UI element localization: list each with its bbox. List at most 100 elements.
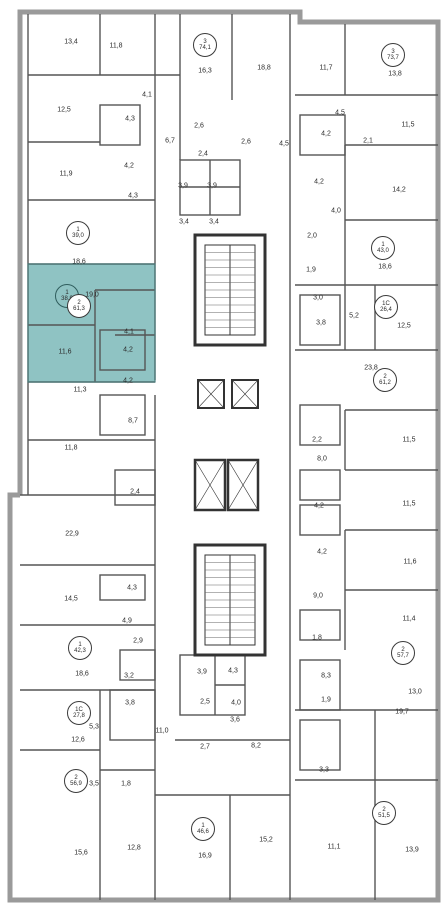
room-area-label: 11,5 — [402, 500, 416, 508]
selected-apartment-area[interactable] — [28, 264, 155, 382]
selected-apartment-outline — [27, 263, 156, 383]
room-area-label: 1,9 — [321, 696, 331, 704]
room-area-label: 2,5 — [200, 698, 210, 706]
apartment-area: 73,7 — [387, 55, 399, 61]
apartment-area: 57,7 — [397, 653, 409, 659]
room-area-label: 13,8 — [388, 70, 402, 78]
room-area-label: 11,9 — [59, 170, 73, 178]
apartment-rooms: 3 — [391, 48, 395, 55]
room-area-label: 4,3 — [128, 192, 138, 200]
room-area-label: 4,2 — [123, 346, 133, 354]
room-area-label: 3,0 — [313, 294, 323, 302]
room-area-label: 4,5 — [279, 140, 289, 148]
room-area-label: 3,2 — [124, 672, 134, 680]
room-area-label: 2,2 — [312, 436, 322, 444]
apartment-rooms: 1 — [65, 289, 69, 296]
interior-walls — [20, 14, 438, 900]
apartment-area: 74,1 — [199, 45, 211, 51]
room-area-label: 8,3 — [321, 672, 331, 680]
room-area-label: 3,3 — [319, 766, 329, 774]
apartment-area: 51,5 — [378, 813, 390, 819]
outer-walls — [7, 9, 441, 903]
room-area-label: 11,8 — [109, 42, 123, 50]
apartment-area: 46,6 — [197, 829, 209, 835]
room-area-label: 2,0 — [307, 232, 317, 240]
room-area-label: 8,7 — [128, 417, 138, 425]
building-core — [193, 233, 267, 657]
room-area-label: 5,3 — [89, 723, 99, 731]
room-area-label: 4,1 — [124, 328, 134, 336]
room-area-label: 2,9 — [133, 637, 143, 645]
room-area-label: 2,4 — [130, 488, 140, 496]
room-area-label: 6,7 — [165, 137, 175, 145]
room-area-label: 5,2 — [349, 312, 359, 320]
room-area-label: 3,6 — [230, 716, 240, 724]
room-area-label: 11,8 — [64, 444, 78, 452]
room-area-label: 4,3 — [228, 667, 238, 675]
apartment-rooms: 1 — [76, 226, 80, 233]
apartment-area: 39,0 — [72, 233, 84, 239]
room-area-label: 19,7 — [395, 708, 409, 716]
room-area-label: 18,6 — [378, 263, 392, 271]
room-area-label: 14,2 — [392, 186, 406, 194]
room-area-label: 1,8 — [121, 780, 131, 788]
room-area-label: 2,4 — [198, 150, 208, 158]
room-area-label: 11,1 — [327, 843, 341, 851]
room-area-label: 3,9 — [207, 182, 217, 190]
room-area-label: 15,6 — [74, 849, 88, 857]
apartment-area: 38,9 — [61, 296, 73, 302]
apartment-rooms: 2 — [382, 806, 386, 813]
room-area-label: 3,8 — [316, 319, 326, 327]
room-area-label: 13,9 — [405, 846, 419, 854]
room-area-label: 12,8 — [127, 844, 141, 852]
room-area-label: 12,5 — [57, 106, 71, 114]
apartment-rooms: 2 — [77, 299, 81, 306]
apartment-area: 61,2 — [379, 380, 391, 386]
room-area-label: 15,2 — [259, 836, 273, 844]
room-area-label: 1,8 — [312, 634, 322, 642]
room-area-label: 12,5 — [397, 322, 411, 330]
apartment-area: 27,8 — [73, 713, 85, 719]
room-area-label: 22,9 — [65, 530, 79, 538]
room-area-label: 4,1 — [142, 91, 152, 99]
room-area-label: 11,3 — [73, 386, 87, 394]
apartment-area: 42,3 — [74, 648, 86, 654]
room-area-label: 23,8 — [364, 364, 378, 372]
room-area-label: 11,5 — [401, 121, 415, 129]
room-area-label: 1,9 — [306, 266, 316, 274]
room-area-label: 11,7 — [319, 64, 333, 72]
room-area-label: 2,1 — [363, 137, 373, 145]
room-area-label: 16,3 — [198, 67, 212, 75]
room-area-label: 4,2 — [314, 502, 324, 510]
apartment-rooms: 2 — [74, 774, 78, 781]
room-area-label: 13,4 — [64, 38, 78, 46]
room-area-label: 4,9 — [122, 617, 132, 625]
room-area-label: 4,3 — [127, 584, 137, 592]
apartment-rooms: 2 — [383, 373, 387, 380]
apartment-area: 56,9 — [70, 781, 82, 787]
room-area-label: 11,5 — [402, 436, 416, 444]
room-area-label: 11,6 — [403, 558, 417, 566]
room-area-label: 19,0 — [85, 291, 99, 299]
room-area-label: 3,5 — [89, 780, 99, 788]
room-area-label: 4,0 — [231, 699, 241, 707]
room-area-label: 4,2 — [317, 548, 327, 556]
room-area-label: 4,2 — [124, 162, 134, 170]
apartment-rooms: 1 — [201, 822, 205, 829]
room-area-label: 11,0 — [155, 727, 169, 735]
room-area-label: 18,6 — [72, 258, 86, 266]
